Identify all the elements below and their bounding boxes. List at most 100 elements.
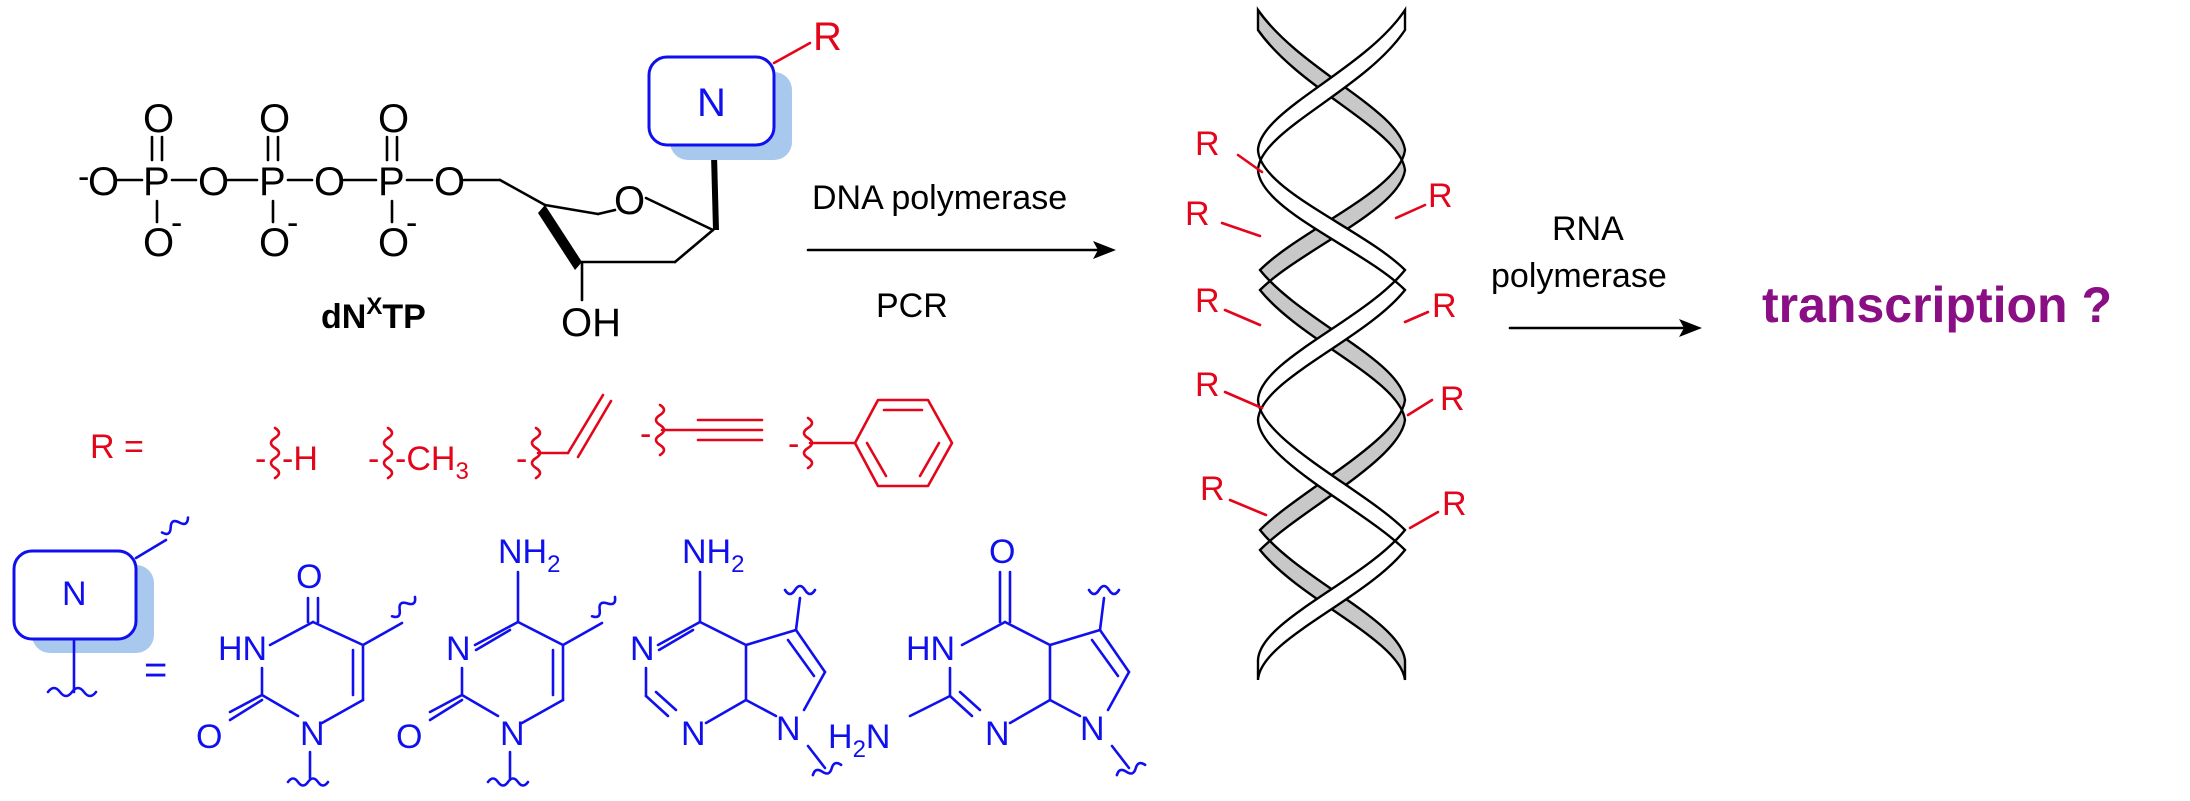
sub-vinyl-dash: - <box>516 440 527 478</box>
bond <box>744 628 798 647</box>
transcription-label: transcription ? <box>1762 277 2112 333</box>
wavy-bond <box>269 426 281 480</box>
bond <box>361 621 404 647</box>
uracil-o-top: O <box>296 558 322 596</box>
bond <box>657 628 695 652</box>
r-label: R <box>813 15 842 59</box>
helix-r-7: R <box>1440 380 1465 418</box>
deazaguanine-structure: O HN H2N N N <box>828 533 1147 777</box>
arrow-dna-polymerase: DNA polymerase PCR <box>806 179 1116 325</box>
bond <box>1098 628 1131 674</box>
hydroxyl-label: OH <box>561 301 621 345</box>
bond <box>644 694 670 718</box>
legend-bond-top <box>134 538 168 560</box>
r-bond <box>1403 310 1430 324</box>
bond <box>673 228 715 264</box>
triphosphate: - O P O O - O P O O - O P O O - O <box>78 97 502 265</box>
deazaadenine-structure: NH2 N N N <box>630 533 843 777</box>
arrow2-label-line1: RNA <box>1552 210 1624 248</box>
bond <box>260 693 300 718</box>
arrow-head <box>1679 319 1702 337</box>
wedge-bond <box>711 155 719 230</box>
oxygen-bot-1: O <box>143 221 174 265</box>
bond <box>802 670 827 712</box>
bond <box>1090 638 1120 678</box>
cytosine-n3: N <box>446 630 471 668</box>
n-label: N <box>697 81 726 125</box>
r-equals: R = <box>90 428 144 466</box>
bond <box>1048 628 1102 647</box>
r-bond <box>1220 221 1262 238</box>
bond <box>958 690 982 712</box>
compound-label: dNXTP <box>321 293 426 336</box>
helix-r-labels: R R R R R R R R R <box>1185 125 1467 530</box>
helix-r-2: R <box>1185 195 1210 233</box>
neg-charge-2: - <box>171 204 182 242</box>
oxygen-top-2: O <box>259 97 290 141</box>
deoxyribose: O OH <box>498 155 719 345</box>
oxygen-2: O <box>198 160 229 204</box>
adenine-nh2: NH2 <box>682 533 744 578</box>
bond <box>794 628 827 674</box>
equals-sign: = <box>144 648 167 692</box>
r-bond <box>1236 153 1264 174</box>
bond <box>596 208 617 216</box>
r-bond <box>1408 510 1440 530</box>
wavy-bond <box>390 595 417 619</box>
helix-r-4: R <box>1195 282 1220 320</box>
oxygen-1: O <box>88 160 119 204</box>
cytosine-nh2: NH2 <box>498 533 560 578</box>
bond <box>516 620 565 647</box>
bond <box>908 694 952 718</box>
benzene-ring <box>853 398 954 488</box>
oxygen-4: O <box>434 160 465 204</box>
bond <box>1008 698 1052 725</box>
name-sup: X <box>366 293 382 320</box>
guanine-n9: N <box>1080 710 1105 748</box>
cytosine-structure: NH2 N O N <box>396 533 617 787</box>
bond <box>1106 670 1131 712</box>
bond <box>806 744 827 770</box>
bond <box>498 178 547 207</box>
bond <box>656 620 702 647</box>
wavy-bond <box>1115 761 1147 777</box>
bond <box>268 620 315 647</box>
helix-r-8: R <box>1200 470 1225 508</box>
sub-ch3: -CH3 <box>395 440 469 485</box>
vinyl-double-bond-a <box>566 393 605 455</box>
guanine-o: O <box>989 533 1015 571</box>
oxygen-top-1: O <box>143 97 174 141</box>
wavy-bond <box>486 777 530 787</box>
bond <box>473 620 520 647</box>
r-bond <box>772 41 812 65</box>
adenine-n9: N <box>776 710 801 748</box>
wavy-bond <box>382 426 394 480</box>
bond <box>543 203 600 216</box>
r-bond <box>1406 398 1434 417</box>
bond <box>744 698 778 718</box>
vinyl-double-bond-b <box>576 399 613 459</box>
bond <box>948 694 974 718</box>
legend-n-label: N <box>62 575 87 613</box>
wavy-bond <box>160 516 190 536</box>
box-outline <box>647 55 776 147</box>
arrow2-label-line2: polymerase <box>1491 257 1667 295</box>
dna-double-helix: R R R R R R R R R <box>1185 6 1467 681</box>
bond <box>520 698 565 725</box>
bond <box>960 620 1007 647</box>
sub-ch3-dash: - <box>368 440 379 478</box>
r-bond <box>1223 390 1264 410</box>
bond <box>460 693 500 718</box>
uracil-hn: HN <box>218 630 267 668</box>
wavy-bond <box>590 595 617 619</box>
wavy-bond <box>811 761 843 777</box>
helix-r-9: R <box>1442 485 1467 523</box>
wavy-bond <box>286 777 330 787</box>
helix-r-1: R <box>1195 125 1220 163</box>
arrow1-label-below: PCR <box>876 287 948 325</box>
neg-charge-1: - <box>78 158 89 196</box>
arrow-rna-polymerase: RNA polymerase <box>1491 210 1702 337</box>
r-bond <box>1223 308 1262 327</box>
